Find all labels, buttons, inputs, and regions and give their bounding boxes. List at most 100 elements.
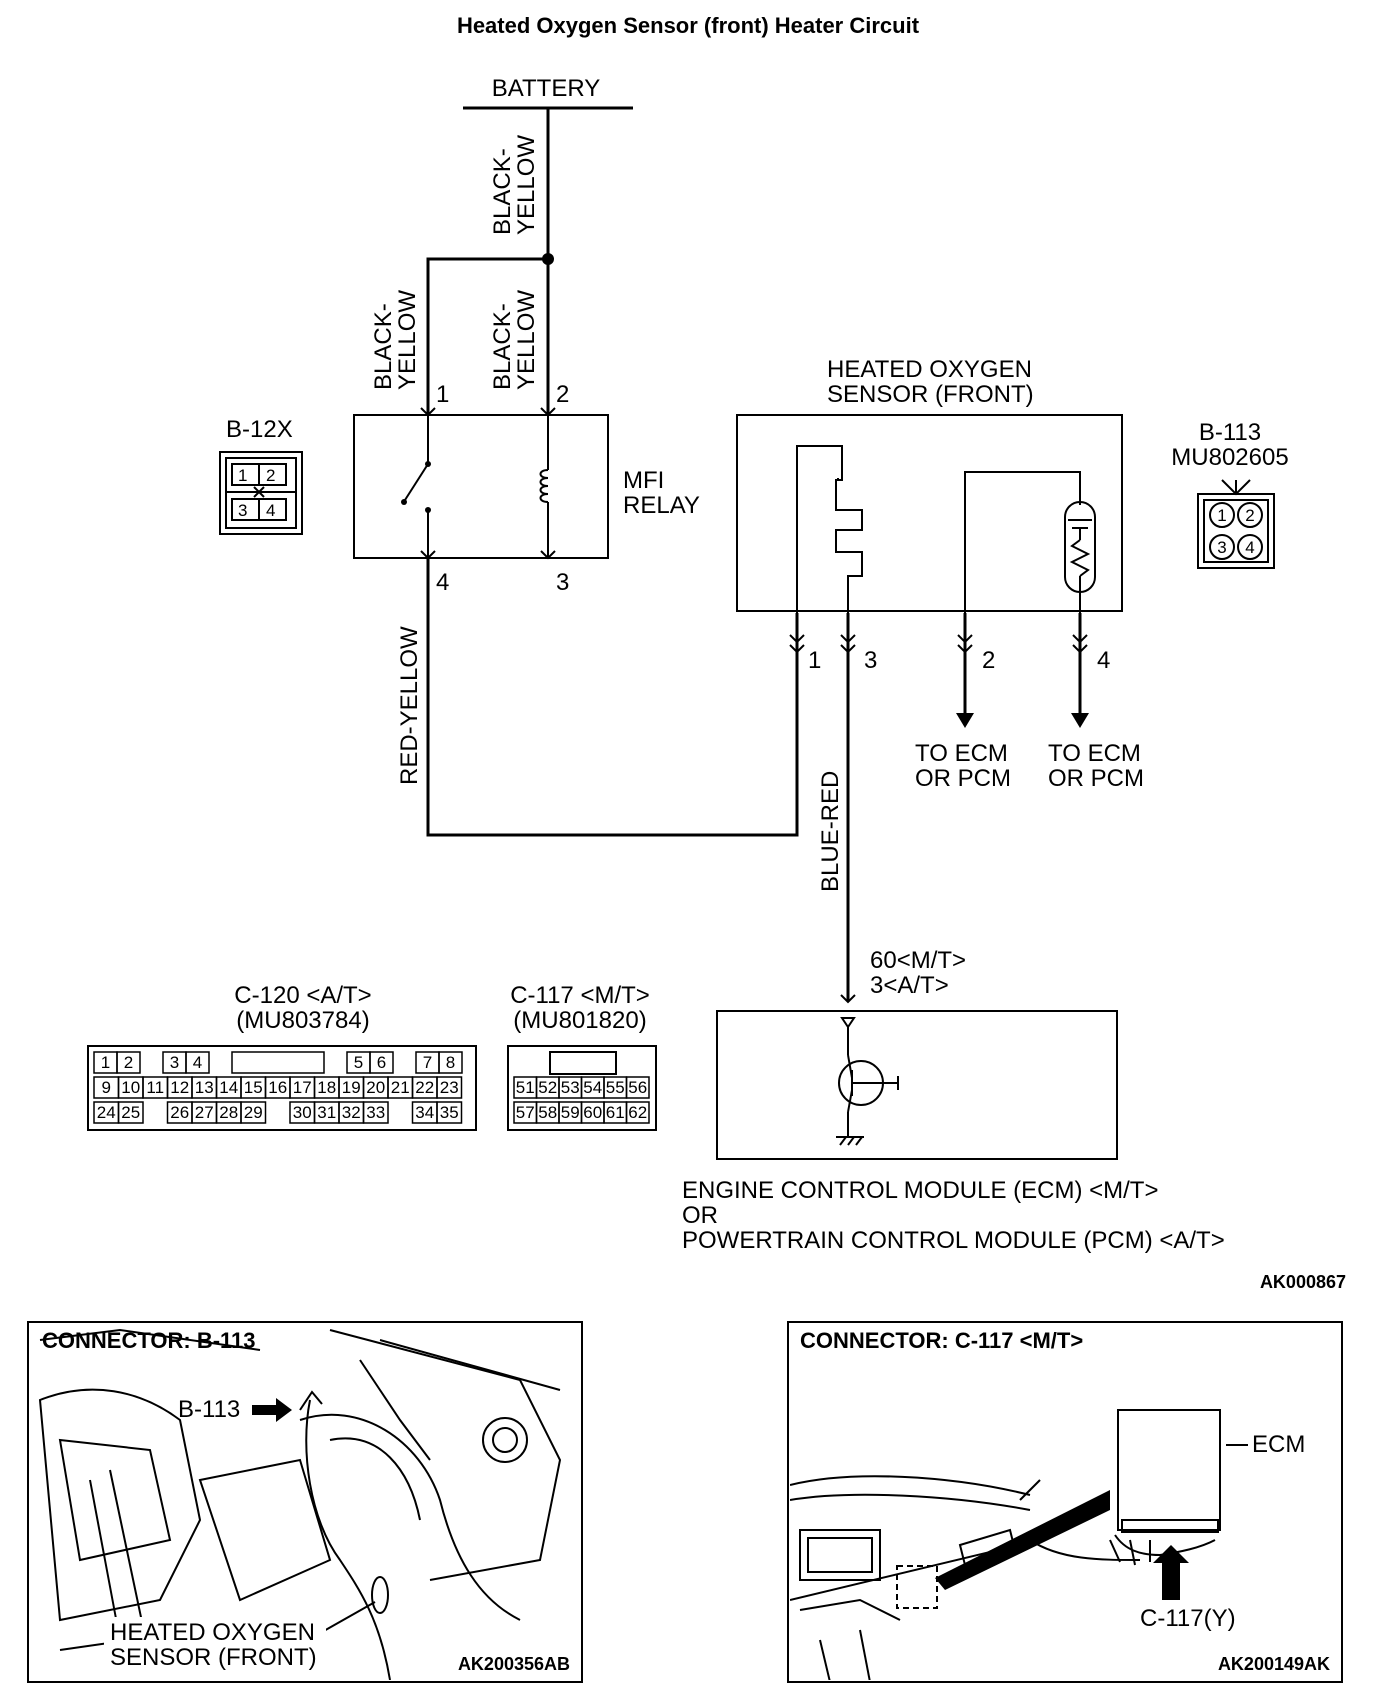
photo-right-panel: ECM C-117(Y) CONNECTOR: C-117 <M/T> AK20…: [787, 1321, 1343, 1683]
connector-pin-number: 25: [121, 1103, 140, 1122]
svg-text:HEATED OXYGEN: HEATED OXYGEN: [827, 356, 1032, 383]
sensor-element: [796, 445, 863, 613]
c117-title: C-117 <M/T> (MU801820): [510, 982, 650, 1034]
photo-right-ecm-label: ECM: [1252, 1431, 1305, 1458]
connector-pin-number: 24: [97, 1103, 116, 1122]
c120-connector-face: [87, 1045, 477, 1131]
connector-pin-number: 55: [606, 1078, 625, 1097]
connector-pin-number: 6: [377, 1053, 386, 1072]
switch-contact: [401, 499, 407, 505]
to-ecm-arrow-left: [956, 713, 974, 728]
connector-pin-number: 35: [440, 1103, 459, 1122]
c117-arrow-icon: [1153, 1545, 1189, 1600]
connector-pin-number: 1: [101, 1053, 110, 1072]
svg-text:MFI: MFI: [623, 467, 664, 494]
svg-text:(MU803784): (MU803784): [236, 1007, 369, 1034]
photo-left-sensor-label: HEATED OXYGEN SENSOR (FRONT): [104, 1617, 326, 1671]
connector-pin-cell: [438, 1051, 463, 1074]
ecm-unit-icon: [1117, 1409, 1221, 1531]
connector-pin-number: 19: [342, 1078, 361, 1097]
diagram-code: AK000867: [1260, 1272, 1346, 1292]
b113-connector-face: 1 2 3 4: [1197, 479, 1275, 569]
svg-text:YELLOW: YELLOW: [513, 135, 540, 235]
connector-pin-number: 60: [583, 1103, 602, 1122]
ground-icon: [836, 1136, 864, 1146]
svg-text:POWERTRAIN CONTROL MODULE (PCM: POWERTRAIN CONTROL MODULE (PCM) <A/T>: [682, 1227, 1225, 1254]
connector-pin-number: 21: [391, 1078, 410, 1097]
relay-label: MFI RELAY: [623, 467, 700, 519]
connector-pin-number: 17: [293, 1078, 312, 1097]
svg-text:MU802605: MU802605: [1171, 444, 1288, 471]
svg-text:SENSOR (FRONT): SENSOR (FRONT): [110, 1644, 317, 1671]
connector-pin-cell: [625, 1076, 650, 1099]
connector-pin-number: 62: [628, 1103, 647, 1122]
pin-chevron: [789, 634, 805, 644]
svg-text:OR PCM: OR PCM: [915, 765, 1011, 792]
connector-pin-number: 5: [354, 1053, 363, 1072]
photo-left-panel: CONNECTOR: B-113 B-113 HEATED OXYGEN SEN…: [27, 1321, 583, 1683]
svg-text:YELLOW: YELLOW: [513, 290, 540, 390]
svg-text:BLACK-: BLACK-: [489, 148, 516, 235]
relay-pin-1: 1: [436, 381, 449, 408]
blue-red-wire-label: BLUE-RED: [817, 771, 844, 892]
connector-pin-number: 32: [342, 1103, 361, 1122]
svg-text:YELLOW: YELLOW: [394, 290, 421, 390]
connector-pin-number: 4: [193, 1053, 202, 1072]
ecm-pin-label: 60<M/T> 3<A/T>: [870, 947, 966, 999]
c120-title: C-120 <A/T> (MU803784): [234, 982, 371, 1034]
relay-connector-label: B-12X: [226, 416, 293, 443]
connector-blank-block: [231, 1051, 325, 1074]
connector-pin-cell: [625, 1101, 650, 1124]
ecm-caption: ENGINE CONTROL MODULE (ECM) <M/T> OR POW…: [682, 1177, 1225, 1254]
photo-left-title: CONNECTOR: B-113: [42, 1328, 256, 1353]
connector-pin-number: 27: [195, 1103, 214, 1122]
sensor-pin-2: 2: [982, 647, 995, 674]
pin-chevron: [840, 994, 856, 1004]
connector-pin-number: 56: [628, 1078, 647, 1097]
connector-pin-number: 33: [366, 1103, 385, 1122]
svg-text:ENGINE CONTROL MODULE (ECM) <M: ENGINE CONTROL MODULE (ECM) <M/T>: [682, 1177, 1158, 1204]
heater-resistor: [1069, 539, 1091, 577]
svg-text:60<M/T>: 60<M/T>: [870, 947, 966, 974]
connector-pin-number: 2: [124, 1053, 133, 1072]
connector-pin-number: 30: [293, 1103, 312, 1122]
transistor-collector: [847, 1054, 853, 1079]
b113-arrow-icon: [252, 1398, 292, 1422]
connector-pin-number: 51: [516, 1078, 535, 1097]
svg-text:2: 2: [1245, 506, 1254, 525]
connector-pin-number: 22: [415, 1078, 434, 1097]
connector-pin-cell: [436, 1101, 463, 1124]
connector-pin-number: 10: [121, 1078, 140, 1097]
b113-connector-label: B-113 MU802605: [1171, 419, 1288, 471]
connector-pin-number: 12: [170, 1078, 189, 1097]
c117-connector-face: [507, 1045, 657, 1131]
sensor-leader-line: [321, 1601, 376, 1633]
ecm-harness-wires: [1109, 1539, 1151, 1566]
connector-pin-number: 28: [219, 1103, 238, 1122]
b113-arrow-label: B-113: [178, 1396, 240, 1423]
photo-right-code: AK200149AK: [1218, 1654, 1330, 1674]
sensor-pin-3: 3: [864, 647, 877, 674]
connector-pin-cell: [240, 1101, 267, 1124]
connector-pin-cell: [117, 1101, 144, 1124]
relay-pin-3: 3: [556, 569, 569, 596]
photo-right-title: CONNECTOR: C-117 <M/T>: [800, 1328, 1083, 1353]
pin-chevron: [789, 644, 805, 654]
connector-pin-number: 7: [423, 1053, 432, 1072]
b12x-connector-face: 1 2 3 4: [219, 451, 303, 535]
connector-pin-number: 14: [219, 1078, 238, 1097]
svg-text:RED-YELLOW: RED-YELLOW: [396, 626, 423, 785]
svg-text:RELAY: RELAY: [623, 492, 700, 519]
sensor-title: HEATED OXYGEN SENSOR (FRONT): [827, 356, 1034, 408]
svg-text:C-117 <M/T>: C-117 <M/T>: [510, 982, 650, 1009]
connector-pin-cell: [185, 1051, 210, 1074]
to-ecm-label-right: TO ECM OR PCM: [1048, 740, 1144, 792]
svg-text:HEATED OXYGEN: HEATED OXYGEN: [110, 1619, 315, 1646]
connector-pin-cell: [116, 1051, 141, 1074]
connector-pin-number: 26: [170, 1103, 189, 1122]
svg-text:1: 1: [238, 466, 247, 485]
connector-pin-number: 23: [440, 1078, 459, 1097]
connector-pin-number: 34: [415, 1103, 434, 1122]
